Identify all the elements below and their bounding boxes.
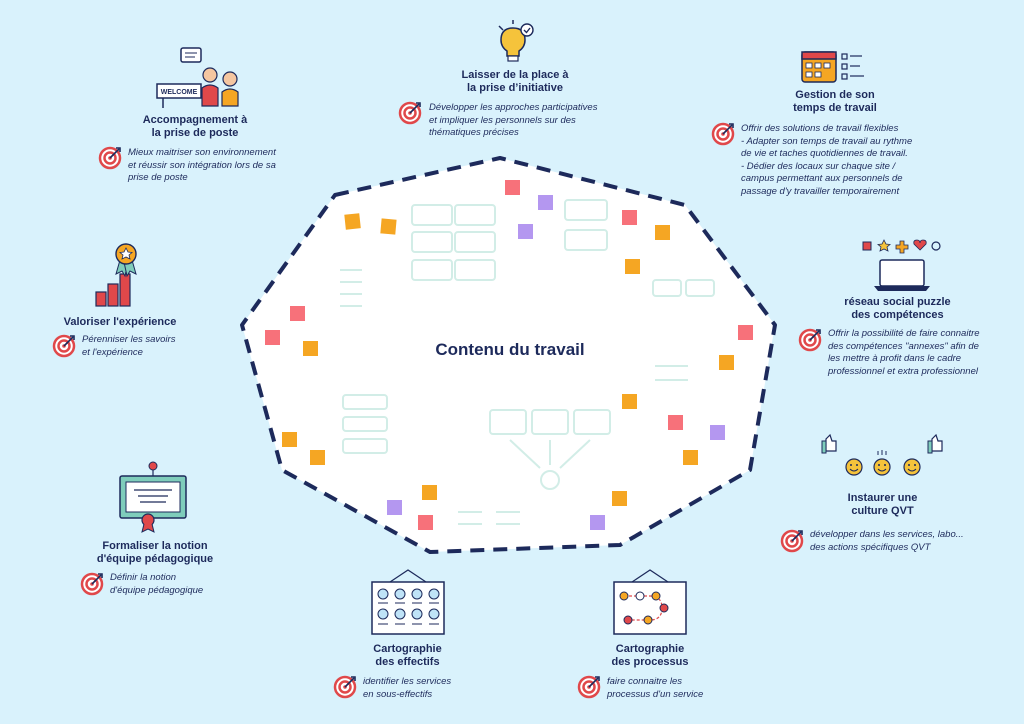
target-icon — [577, 675, 601, 699]
node-title-qvt: Instaurer une culture QVT — [847, 492, 918, 517]
target-icon — [398, 101, 422, 125]
node-desc-effectifs: identifier les services en sous-effectif… — [363, 676, 452, 700]
target-icon — [798, 328, 822, 352]
target-icon — [80, 572, 104, 596]
node-desc-reseau: Offrir la possibilité de faire connaitre… — [828, 328, 980, 377]
center-title: Contenu du travail — [435, 340, 585, 359]
node-title-gestion: Gestion de son temps de travail — [793, 89, 877, 114]
node-title-reseau: réseau social puzzle des compétences — [844, 296, 951, 321]
certificate-icon — [119, 461, 187, 533]
target-icon — [780, 529, 804, 553]
laptop-social-icon — [862, 239, 941, 291]
wireframe-decor — [340, 199, 715, 525]
node-title-formaliser: Formaliser la notion d'équipe pédagogiqu… — [96, 540, 214, 565]
node-title-initiative: Laisser de la place à la prise d’initiat… — [461, 69, 569, 94]
node-desc-qvt: développer dans les services, labo... de… — [810, 529, 964, 553]
node-desc-accompagnement: Mieux maitriser son environnement et réu… — [128, 147, 276, 183]
welcome-sign-text: WELCOME — [161, 89, 198, 96]
lightbulb-icon — [498, 20, 534, 62]
org-board-icon — [371, 569, 445, 635]
smileys-thumbs-icon — [821, 433, 943, 476]
target-icon — [711, 122, 735, 146]
sticky-notes — [265, 180, 753, 530]
calendar-icon — [801, 51, 864, 83]
node-desc-processus: faire connaitre les processus d'un servi… — [607, 676, 704, 700]
node-title-effectifs: Cartographie des effectifs — [373, 643, 442, 668]
node-title-accompagnement: Accompagnement à la prise de poste — [142, 114, 248, 139]
welcome-people-icon: WELCOME — [156, 47, 239, 108]
node-desc-initiative: Développer les approches participatives … — [429, 102, 598, 138]
node-title-valoriser: Valoriser l'expérience — [63, 316, 177, 328]
node-title-processus: Cartographie des processus — [611, 643, 689, 668]
node-desc-formaliser: Définir la notion d'équipe pédagogique — [110, 572, 204, 596]
node-desc-gestion: Offrir des solutions de travail flexible… — [741, 123, 913, 197]
target-icon — [98, 146, 122, 170]
award-chart-icon — [95, 243, 137, 307]
process-board-icon — [613, 569, 687, 635]
target-icon — [333, 675, 357, 699]
node-desc-valoriser: Pérenniser les savoirs et l'expérience — [82, 334, 176, 358]
target-icon — [52, 334, 76, 358]
